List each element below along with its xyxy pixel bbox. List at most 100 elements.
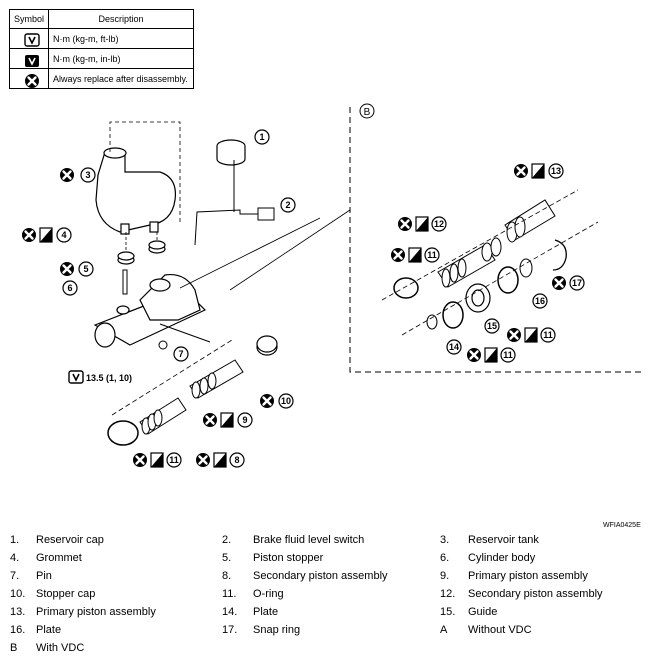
snap-ring-b	[552, 239, 567, 271]
o-rings-b	[393, 266, 519, 329]
grease-icon	[531, 163, 545, 179]
legend-header-description: Description	[48, 9, 194, 29]
stopper-cap	[256, 335, 278, 356]
parts-item: 16.Plate	[10, 624, 61, 636]
callout-7: 7	[178, 349, 183, 359]
callout-4: 4	[61, 230, 66, 240]
callout-9: 9	[242, 415, 247, 425]
replace-icon	[258, 392, 276, 410]
part-number: 13.	[10, 606, 26, 618]
parts-item: 17.Snap ring	[222, 624, 300, 636]
part-number: 8.	[222, 570, 232, 582]
part-number: 5.	[222, 552, 232, 564]
grease-icon	[408, 247, 422, 263]
primary-piston-b	[504, 199, 556, 243]
replace-icon	[131, 451, 149, 469]
part-name: Grommet	[36, 552, 82, 564]
callout-12: 12	[434, 219, 444, 229]
legend-header-symbol: Symbol	[9, 9, 49, 29]
torque-spec: 13.5 (1, 10)	[86, 373, 132, 383]
legend-row-3-symbol	[9, 68, 49, 89]
part-name: Piston stopper	[253, 552, 324, 564]
replace-icon	[201, 411, 219, 429]
part-number: 3.	[440, 534, 450, 546]
legend-row-3-text: Always replace after disassembly.	[48, 68, 194, 89]
replace-icon	[389, 246, 407, 264]
grease-icon	[524, 327, 538, 343]
pin	[158, 340, 168, 350]
symbol-legend-table: Symbol Description N·m (kg-m, ft-lb) N·m…	[9, 9, 194, 89]
parts-item: 14.Plate	[222, 606, 278, 618]
part-name: Primary piston assembly	[468, 570, 588, 582]
section-b-marker	[359, 103, 375, 119]
part-name: Brake fluid level switch	[253, 534, 365, 546]
section-b-boundary	[349, 107, 645, 373]
parts-item: 15.Guide	[440, 606, 497, 618]
replace-icon	[58, 260, 76, 278]
part-number: 16.	[10, 624, 26, 636]
parts-item: 8. Secondary piston assembly	[222, 570, 388, 582]
part-number: B	[10, 642, 18, 654]
part-number: 1.	[10, 534, 20, 546]
grommet-guides	[125, 232, 158, 252]
legend-row-2-text: N·m (kg-m, in-lb)	[48, 48, 194, 69]
part-name: Secondary piston assembly	[253, 570, 388, 582]
callout-15: 15	[487, 321, 497, 331]
primary-piston-a	[189, 359, 244, 399]
reservoir-tank	[95, 147, 177, 235]
part-name: Stopper cap	[36, 588, 96, 600]
part-number: A	[440, 624, 448, 636]
part-number: 12.	[440, 588, 456, 600]
grease-icon	[220, 412, 234, 428]
reservoir-leader	[109, 121, 181, 222]
grease-icon	[39, 227, 53, 243]
piston-stopper	[122, 269, 128, 295]
grease-icon	[213, 452, 227, 468]
legend-row-1-text: N·m (kg-m, ft-lb)	[48, 28, 194, 49]
part-name: Cylinder body	[468, 552, 536, 564]
grommets	[117, 240, 166, 265]
grease-icon	[415, 216, 429, 232]
o-ring-a	[107, 420, 139, 446]
replace-icon	[465, 346, 483, 364]
part-name: Plate	[253, 606, 279, 618]
replace-icon	[58, 166, 76, 184]
callout-11d: 11	[503, 350, 513, 360]
parts-item: 6.Cylinder body	[440, 552, 535, 564]
secondary-piston-a	[139, 397, 187, 435]
part-name: With VDC	[36, 642, 85, 654]
replace-icon	[396, 215, 414, 233]
part-number: 17.	[222, 624, 238, 636]
bore-axis-line	[179, 217, 321, 289]
section-b-axis	[381, 189, 599, 336]
callout-11c: 11	[543, 330, 553, 340]
part-name: Reservoir cap	[36, 534, 104, 546]
plates-b	[426, 258, 533, 330]
part-number: 10.	[10, 588, 26, 600]
legend-row-1-symbol	[9, 28, 49, 49]
parts-item: 4.Grommet	[10, 552, 82, 564]
callout-1: 1	[259, 132, 264, 142]
callout-11a: 11	[169, 455, 179, 465]
cylinder-body	[93, 273, 207, 348]
part-name: Reservoir tank	[468, 534, 539, 546]
part-number: 15.	[440, 606, 456, 618]
section-b-leader	[229, 209, 351, 291]
replace-icon	[512, 162, 530, 180]
parts-item: 5. Piston stopper	[222, 552, 323, 564]
grease-icon	[484, 347, 498, 363]
fluid-level-switch	[194, 160, 275, 246]
part-name: O-ring	[253, 588, 284, 600]
figure-id: WFIA0425E	[603, 522, 641, 529]
part-number: 7.	[10, 570, 20, 582]
callout-8: 8	[234, 455, 239, 465]
part-name: Primary piston assembly	[36, 606, 156, 618]
guide-b	[465, 283, 491, 313]
part-name: Secondary piston assembly	[468, 588, 603, 600]
callout-10: 10	[281, 396, 291, 406]
grease-icon	[150, 452, 164, 468]
callout-6: 6	[67, 283, 72, 293]
callout-16: 16	[535, 296, 545, 306]
torque-wrench-icon	[68, 370, 84, 384]
callout-2: 2	[285, 200, 290, 210]
